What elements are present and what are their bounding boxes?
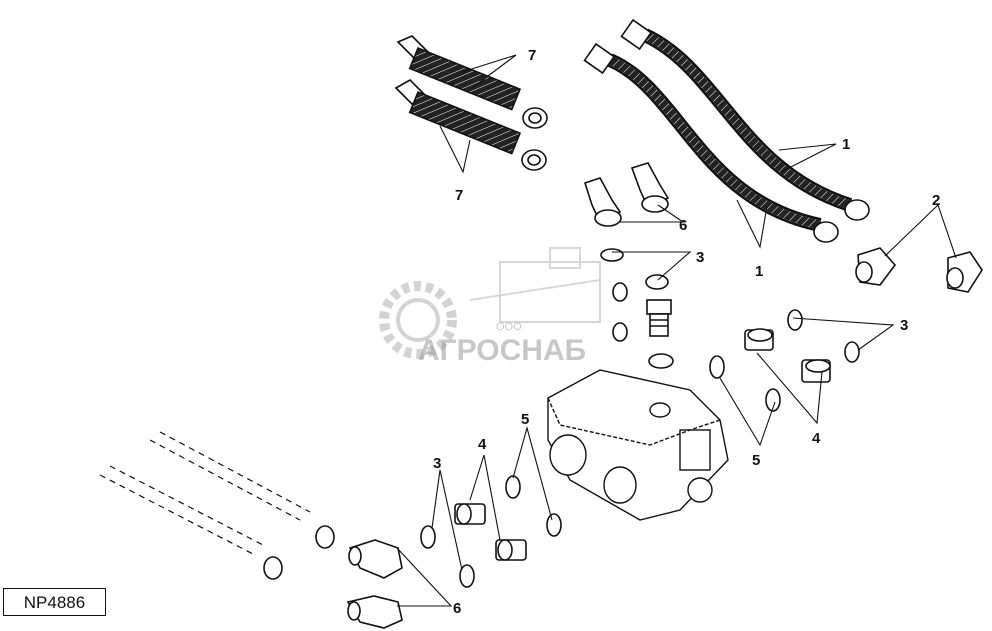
callout-4-left: 4 (478, 436, 487, 453)
adapter-fitting-4-right (744, 328, 831, 383)
callout-1-upper: 1 (842, 136, 850, 153)
hose-7-upper (396, 35, 548, 129)
watermark-logo (379, 247, 601, 359)
callout-5-left: 5 (521, 411, 529, 428)
callout-5-right: 5 (752, 452, 760, 469)
callout-7-upper: 7 (528, 47, 536, 64)
dashed-hoses-lower (99, 431, 311, 556)
figure-reference-label: NP4886 (3, 588, 106, 616)
callout-4-right: 4 (812, 430, 821, 447)
valve-block (547, 369, 729, 521)
elbow-fitting-2 (855, 247, 983, 293)
callout-3-center: 3 (696, 249, 704, 266)
plug-fitting-center (646, 299, 672, 337)
elbow-fitting-6-upper (583, 162, 670, 227)
hose-7-lower (394, 79, 547, 171)
callout-7-lower: 7 (455, 187, 463, 204)
callout-3-left: 3 (433, 455, 441, 472)
o-rings-center (600, 248, 674, 369)
leader-lines (396, 54, 957, 607)
callout-6-upper: 6 (679, 217, 687, 234)
callout-2: 2 (932, 192, 940, 209)
elbow-fitting-6-lower (346, 539, 403, 629)
hose-1-pair (583, 18, 870, 243)
callout-3-right: 3 (900, 317, 908, 334)
watermark-brand: АГРОСНАБ (418, 334, 586, 367)
callout-6-lower: 6 (453, 600, 461, 617)
adapter-fitting-4-left (454, 503, 527, 561)
watermark-prefix: ООО (496, 321, 522, 333)
o-rings-right (709, 309, 860, 412)
dashed-hose-ends (263, 525, 335, 580)
callout-1-lower: 1 (755, 263, 763, 280)
